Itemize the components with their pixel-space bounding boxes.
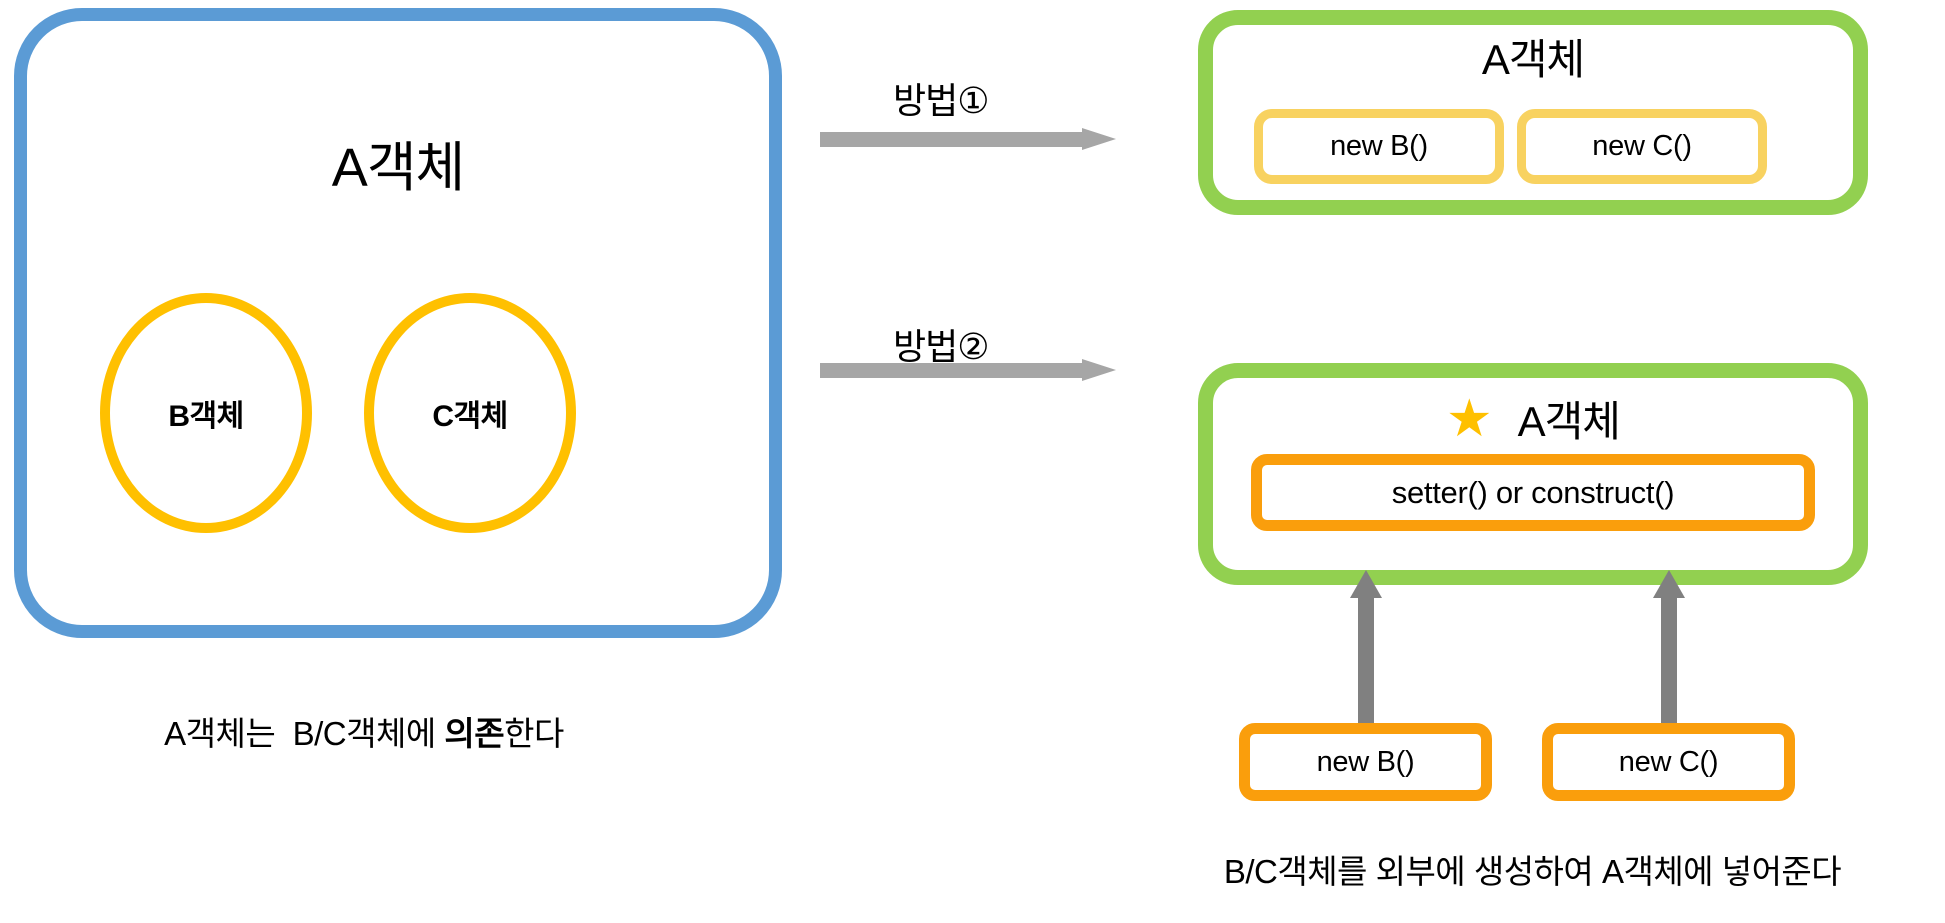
inject-c-arrow-head — [1653, 570, 1685, 598]
c-object-circle: C객체 — [364, 293, 576, 533]
external-new-c-box: new C() — [1542, 723, 1795, 801]
method-2-injection-label: setter() or construct() — [1391, 474, 1675, 510]
method-1-arrow-shaft — [820, 132, 1082, 147]
method-1-new-c-label: new C() — [1592, 130, 1692, 162]
method-1-a-object-title: A객체 — [1481, 36, 1585, 83]
external-new-c-label: new C() — [1618, 745, 1719, 778]
inject-c-arrow-shaft — [1661, 596, 1677, 730]
method-2-title-row: ★ A객체 — [1213, 388, 1853, 449]
external-new-b-box: new B() — [1239, 723, 1492, 801]
injection-caption: B/C객체를 외부에 생성하여 A객체에 넣어준다 — [1223, 853, 1842, 890]
method-2-a-object-title: A객체 — [1517, 398, 1621, 445]
inject-b-arrow-shaft — [1358, 596, 1374, 730]
inject-b-arrow — [1350, 570, 1382, 730]
b-object-circle: B객체 — [100, 293, 312, 533]
method-1-arrow — [820, 128, 1116, 150]
inject-b-arrow-head — [1350, 570, 1382, 598]
method-2-arrow-label: 방법② — [893, 326, 990, 367]
external-new-b-label: new B() — [1316, 745, 1415, 778]
dependency-caption-part1: A객체는 B/C객체에 — [164, 715, 445, 752]
a-object-container-blue: A객체 B객체 C객체 — [14, 8, 782, 638]
method-2-injection-box: setter() or construct() — [1251, 454, 1815, 531]
star-icon: ★ — [1446, 389, 1493, 448]
method-2-container-green: ★ A객체 setter() or construct() — [1198, 363, 1868, 585]
method-2-arrow-head — [1082, 359, 1116, 381]
b-object-label: B객체 — [168, 400, 244, 433]
method-1-arrow-label: 방법① — [893, 80, 990, 121]
method-1-new-c-box: new C() — [1517, 109, 1767, 184]
method-2-arrow-shaft — [820, 363, 1082, 378]
dependency-caption: A객체는 B/C객체에 의존한다 — [14, 707, 714, 755]
a-object-title: A객체 — [331, 138, 465, 198]
method-2-arrow — [820, 359, 1116, 381]
inject-c-arrow — [1653, 570, 1685, 730]
dependency-caption-emphasis: 의존 — [444, 715, 505, 752]
dependency-caption-part2: 한다 — [504, 715, 564, 752]
method-1-new-b-label: new B() — [1330, 130, 1428, 162]
c-object-label: C객체 — [432, 400, 508, 433]
method-1-new-b-box: new B() — [1254, 109, 1504, 184]
method-1-arrow-head — [1082, 128, 1116, 150]
method-1-container-green: A객체 new B() new C() — [1198, 10, 1868, 215]
